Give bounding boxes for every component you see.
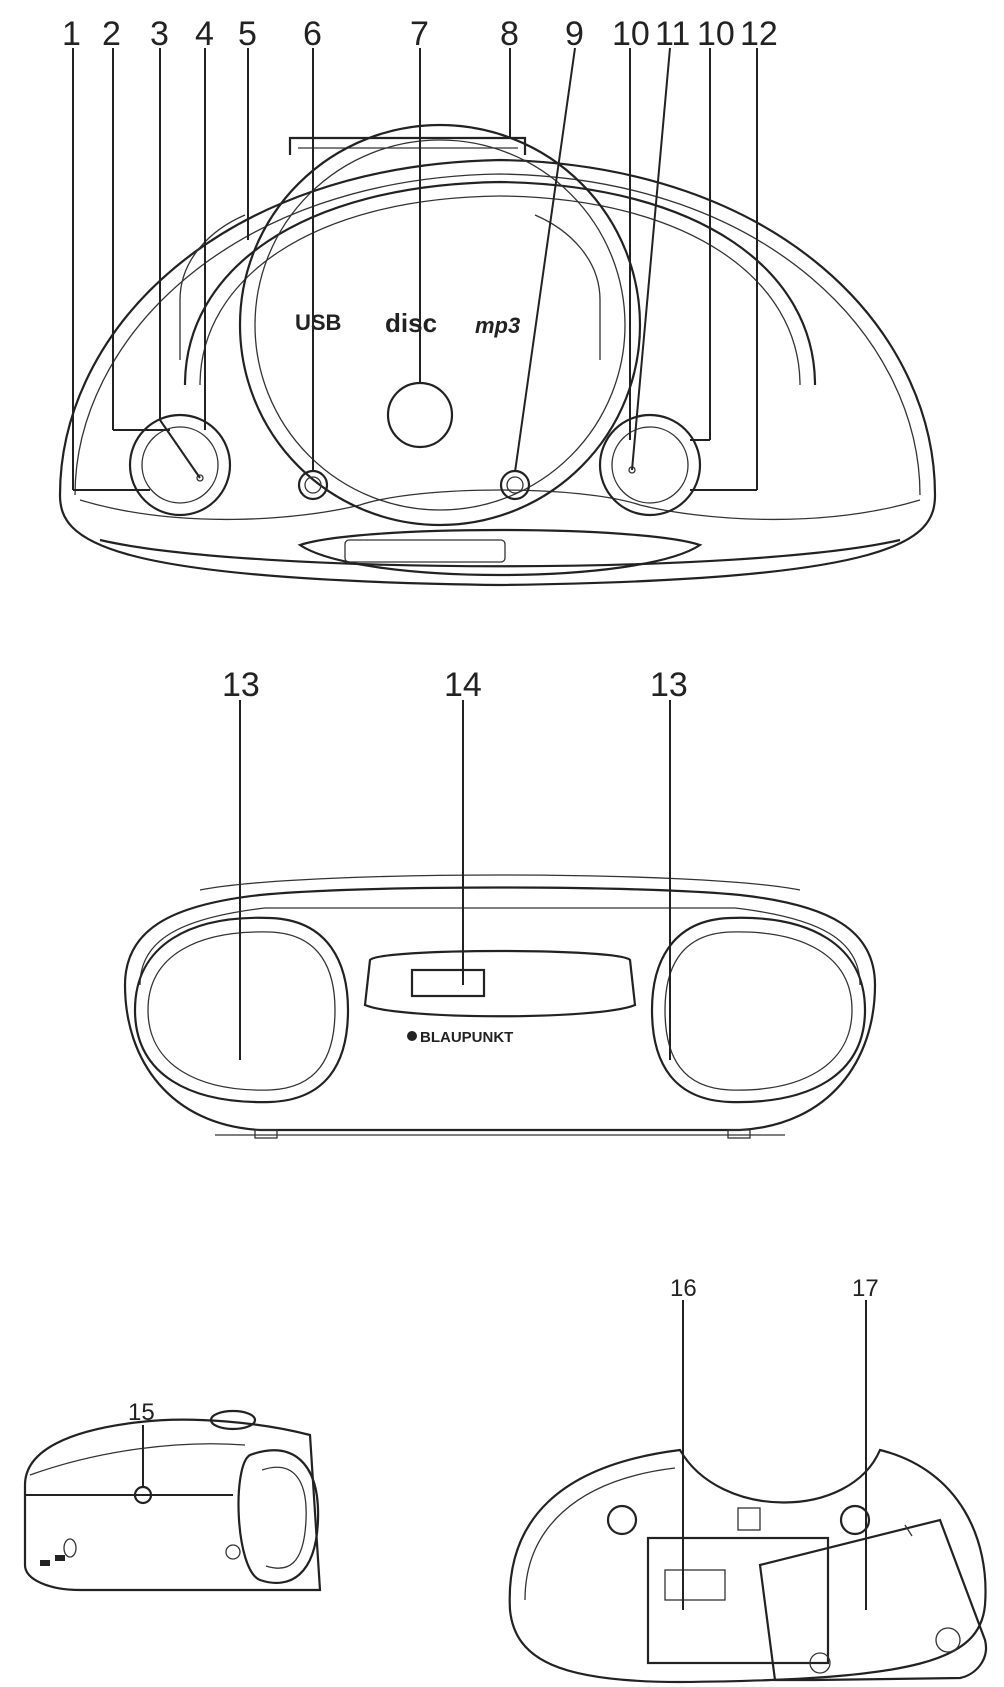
callout-2: 2 xyxy=(102,15,121,53)
callout-1: 1 xyxy=(62,15,81,53)
callout-11: 11 xyxy=(655,15,690,53)
callout-8: 8 xyxy=(500,15,519,53)
mp3-logo: mp3 xyxy=(475,313,520,338)
battery-compartment xyxy=(646,1536,830,1665)
display-window xyxy=(297,528,703,577)
callout-17: 17 xyxy=(852,1275,879,1302)
callout-16: 16 xyxy=(670,1275,697,1302)
body-outline xyxy=(58,158,937,587)
right-speaker xyxy=(650,916,867,1104)
side-view: 15 xyxy=(23,1399,322,1592)
callout-6: 6 xyxy=(303,15,322,53)
bottom-body-outline xyxy=(508,1448,987,1684)
callout-5: 5 xyxy=(238,15,257,53)
callout-4: 4 xyxy=(195,15,214,53)
side-speaker xyxy=(237,1449,320,1584)
callout-13-right: 13 xyxy=(650,666,688,704)
left-knob[interactable] xyxy=(128,413,232,517)
battery-cover[interactable] xyxy=(758,1518,988,1682)
rear-display xyxy=(410,968,486,998)
rear-view: BLAUPUNKT 13 14 13 xyxy=(123,666,877,1139)
center-panel xyxy=(363,949,637,1018)
callout-7: 7 xyxy=(410,15,429,53)
disc-logo: disc xyxy=(385,308,437,338)
callout-13-left: 13 xyxy=(222,666,260,704)
callout-10b: 10 xyxy=(697,15,735,53)
usb-logo: USB xyxy=(295,310,341,335)
cd-spindle-cover xyxy=(386,381,454,449)
side-body-outline xyxy=(23,1418,322,1592)
brand-logo: BLAUPUNKT xyxy=(420,1029,513,1046)
callout-3: 3 xyxy=(150,15,169,53)
callout-12: 12 xyxy=(740,15,778,53)
callout-9: 9 xyxy=(565,15,584,53)
right-knob[interactable] xyxy=(598,413,702,517)
left-speaker xyxy=(133,916,350,1104)
callout-10: 10 xyxy=(612,15,650,53)
bottom-view: 16 17 xyxy=(508,1275,988,1684)
rear-body-outline xyxy=(123,886,877,1132)
cd-door[interactable] xyxy=(238,123,642,527)
callout-15: 15 xyxy=(128,1399,155,1426)
front-view: USB disc mp3 xyxy=(58,15,937,587)
button-6[interactable] xyxy=(297,469,329,501)
callout-14: 14 xyxy=(444,666,482,704)
